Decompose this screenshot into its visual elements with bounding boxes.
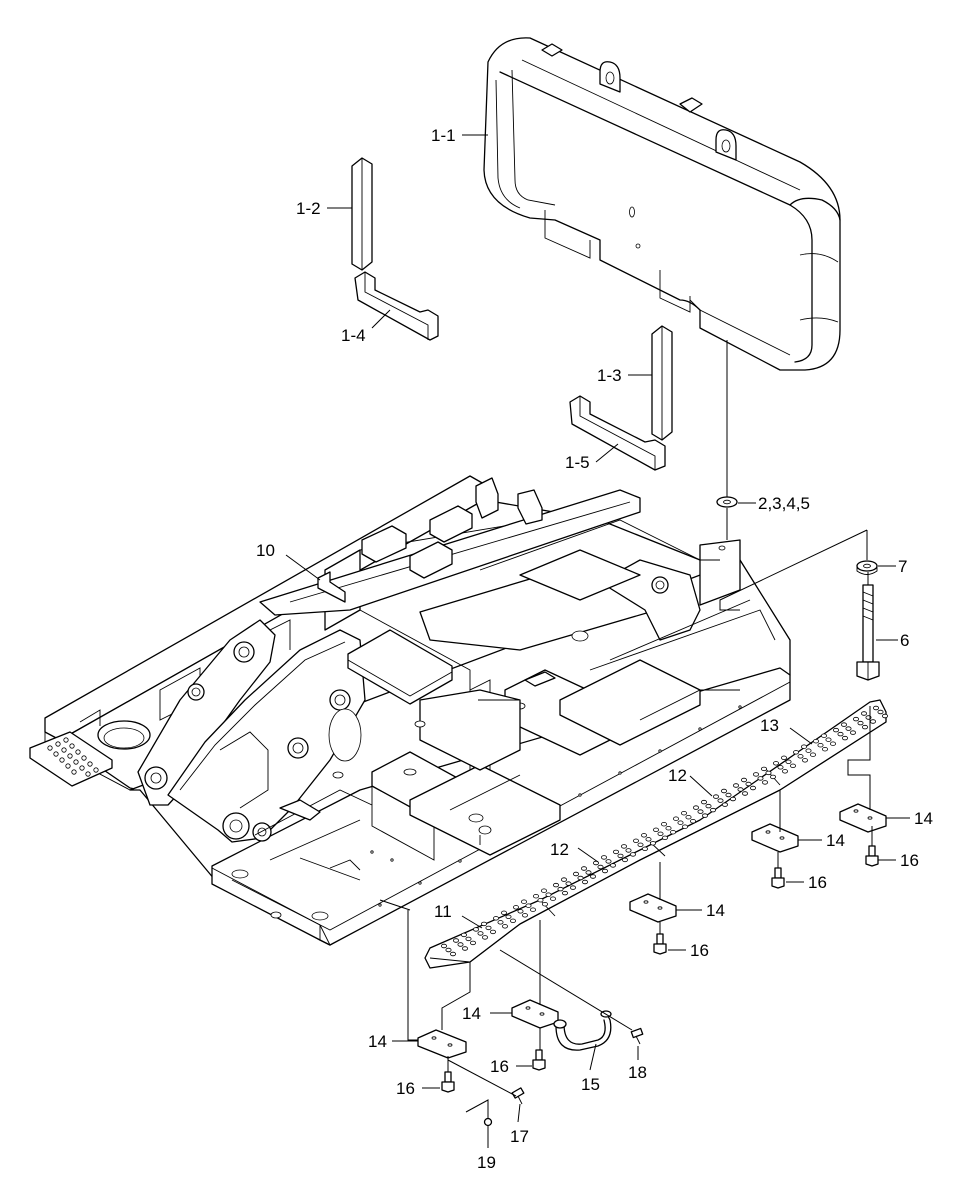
washer-2345 — [716, 496, 738, 508]
bracket-14-b — [751, 823, 799, 853]
counterweight-1-1 — [483, 37, 841, 371]
bolt-16-c — [653, 933, 667, 955]
bolt-6 — [856, 584, 880, 681]
bracket-14-c — [629, 893, 677, 923]
callout-12-upper: 12 — [668, 766, 687, 785]
bolt-16-b — [771, 867, 785, 889]
bracket-14-e — [417, 1029, 467, 1059]
callout-14-c: 14 — [706, 901, 725, 920]
callout-1-1: 1-1 — [431, 126, 456, 145]
callout-16-c: 16 — [690, 941, 709, 960]
callout-7: 7 — [898, 557, 907, 576]
step-tread-holes — [440, 705, 889, 957]
screw-18 — [630, 1027, 644, 1045]
callout-1-5: 1-5 — [565, 453, 590, 472]
step-assembly — [424, 699, 889, 969]
bracket-14-a — [839, 803, 887, 833]
callout-16-a: 16 — [900, 851, 919, 870]
callout-14-e: 14 — [368, 1032, 387, 1051]
shim-1-2 — [351, 157, 373, 271]
callout-11: 11 — [434, 902, 452, 921]
left-step-holes — [47, 737, 99, 777]
callout-2345: 2,3,4,5 — [758, 494, 810, 513]
callout-1-2: 1-2 — [296, 199, 321, 218]
leader-lines — [285, 134, 910, 1148]
bracket-14-d — [511, 999, 559, 1029]
shim-1-4 — [354, 271, 439, 341]
shim-1-5 — [569, 395, 666, 471]
callout-16-e: 16 — [396, 1079, 415, 1098]
callout-13: 13 — [760, 716, 779, 735]
washer-7 — [856, 560, 878, 575]
callout-10: 10 — [256, 541, 275, 560]
callout-14-d: 14 — [462, 1004, 481, 1023]
callout-1-4: 1-4 — [341, 326, 366, 345]
callout-12-lower: 12 — [550, 840, 569, 859]
callout-19: 19 — [477, 1153, 496, 1172]
screw-17 — [511, 1087, 525, 1105]
pin-19 — [483, 1117, 493, 1127]
callout-16-d: 16 — [490, 1057, 509, 1076]
callout-18: 18 — [628, 1063, 647, 1082]
callout-17: 17 — [510, 1127, 529, 1146]
bolt-16-d — [532, 1049, 546, 1071]
bolt-16-a — [865, 845, 879, 867]
callout-14-b: 14 — [826, 831, 845, 850]
shim-1-3 — [651, 325, 673, 441]
callout-labels: 1-1 1-2 1-4 1-3 1-5 2,3,4,5 7 6 10 13 12… — [256, 126, 933, 1172]
callout-1-3: 1-3 — [597, 366, 622, 385]
callout-16-b: 16 — [808, 873, 827, 892]
callout-6: 6 — [900, 631, 909, 650]
upper-frame-10 — [29, 475, 791, 946]
grab-handle-15 — [553, 1010, 612, 1051]
callout-14-a: 14 — [914, 809, 933, 828]
bolt-16-e — [441, 1071, 455, 1093]
callout-15: 15 — [581, 1075, 600, 1094]
